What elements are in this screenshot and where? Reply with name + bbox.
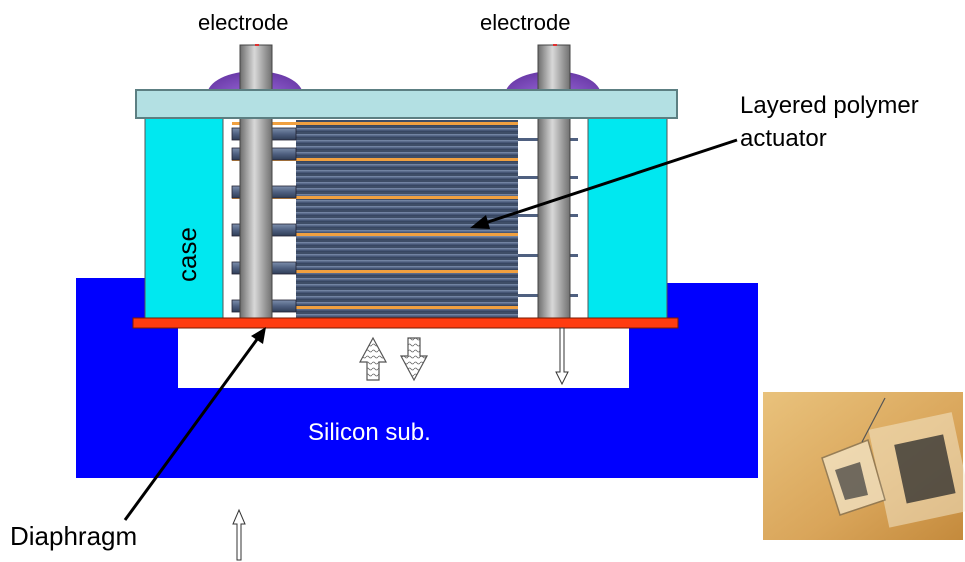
polymer-sheet: [296, 182, 518, 186]
flow-arrow-up-icon: [232, 508, 246, 561]
polymer-sheet: [296, 224, 518, 228]
actuator-label-line2: actuator: [740, 125, 827, 152]
polymer-sheet: [296, 296, 518, 300]
polymer-sheet: [296, 302, 518, 306]
polymer-sheet: [296, 206, 518, 210]
polymer-sheet: [296, 218, 518, 222]
electrode-stripe: [232, 196, 518, 199]
polymer-sheet: [296, 164, 518, 168]
polymer-sheet: [296, 140, 518, 144]
diaphragm-leader: [123, 327, 266, 521]
diaphragm: [132, 317, 679, 329]
electrode-stripe: [232, 270, 518, 273]
up-arrow-icon: [358, 336, 388, 381]
polymer-sheet: [296, 188, 518, 192]
polymer-sheet: [296, 278, 518, 282]
device-photo: [763, 392, 965, 540]
actuator-leader: [470, 138, 738, 229]
polymer-sheet: [296, 230, 518, 234]
polymer-sheet: [296, 128, 518, 132]
polymer-sheet: [296, 170, 518, 174]
electrode-stripe: [232, 122, 518, 125]
electrode-label-right: electrode: [480, 10, 571, 35]
polymer-layer-stack: [231, 120, 578, 318]
polymer-sheet: [296, 152, 518, 156]
polymer-sheet: [296, 272, 518, 276]
case-label: case: [172, 227, 202, 282]
case-right-wall: [587, 117, 668, 319]
diaphragm-label: Diaphragm: [10, 521, 137, 551]
polymer-sheet: [296, 236, 518, 240]
polymer-sheet: [296, 260, 518, 264]
polymer-sheet: [296, 212, 518, 216]
substrate-label: Silicon sub.: [308, 419, 431, 446]
electrode-stripe: [232, 233, 518, 236]
polymer-sheet: [296, 134, 518, 138]
polymer-sheet: [296, 254, 518, 258]
polymer-sheet: [296, 308, 518, 312]
polymer-sheet: [296, 284, 518, 288]
polymer-sheet: [296, 314, 518, 318]
polymer-sheet: [296, 176, 518, 180]
top-plate: [135, 89, 678, 119]
polymer-sheet: [296, 266, 518, 270]
polymer-sheet: [296, 200, 518, 204]
case-left-wall: [144, 117, 224, 319]
polymer-sheet: [296, 290, 518, 294]
electrode-stripe: [232, 158, 518, 161]
polymer-sheet: [296, 146, 518, 150]
electrode-label-left: electrode: [198, 10, 289, 35]
down-arrow-icon: [399, 337, 429, 382]
polymer-sheet: [296, 242, 518, 246]
actuator-label-line1: Layered polymer: [740, 92, 919, 119]
up-down-arrows: [358, 336, 429, 382]
polymer-sheet: [296, 248, 518, 252]
electrode-stripe: [232, 306, 518, 309]
flow-arrow-down-icon: [555, 327, 569, 386]
